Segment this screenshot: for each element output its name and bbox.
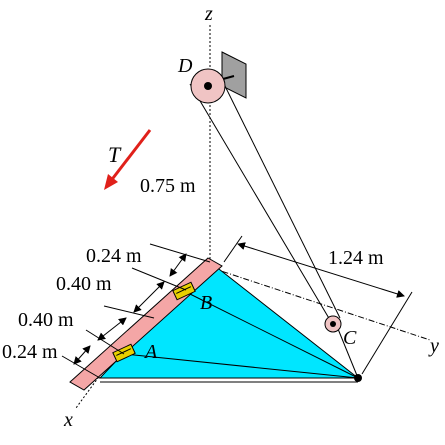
dim-seg1-label: 0.24 m [86,245,142,267]
line-corner-b [185,291,359,379]
dim-124-line [237,242,405,298]
dim-seg2-arrow [133,281,165,313]
dim-ext-2 [131,267,187,291]
axis-label-x: x [63,409,73,431]
pulley-d-axle [204,82,212,90]
point-label-c: C [343,327,357,349]
cable-c-corner [335,323,359,379]
dim-ext-4 [85,329,125,355]
dim-ext-5 [61,355,101,379]
line-corner-a [123,353,359,379]
dim-seg4-label: 0.24 m [2,341,58,363]
dim-seg4-arrow [73,345,91,365]
force-arrowhead [104,174,118,190]
dim-seg3-label: 0.40 m [18,309,74,331]
plate-corner-point [354,374,362,382]
pulley-c-axle [330,321,336,327]
dim-seg3-arrow [97,317,127,341]
point-label-a: A [143,341,158,363]
dim-seg1-arrow [169,253,187,277]
dim-ext-3 [103,305,155,319]
hinge-b [172,281,196,301]
hinge-a [112,343,136,363]
axis-label-y: y [428,335,439,357]
cable-d-c2 [223,83,341,319]
dim-ext-1 [149,243,211,263]
point-label-b: B [200,292,212,314]
dim-124-ext-right [361,291,413,375]
axis-label-z: z [204,3,213,25]
dim-124-ext-left [223,235,243,263]
force-arrow [108,129,152,183]
dim-height-label: 0.75 m [140,175,196,197]
point-label-d: D [177,55,193,77]
force-label-t: T [108,142,122,167]
dim-seg2-label: 0.40 m [56,273,112,295]
dim-span-label: 1.24 m [328,247,384,269]
